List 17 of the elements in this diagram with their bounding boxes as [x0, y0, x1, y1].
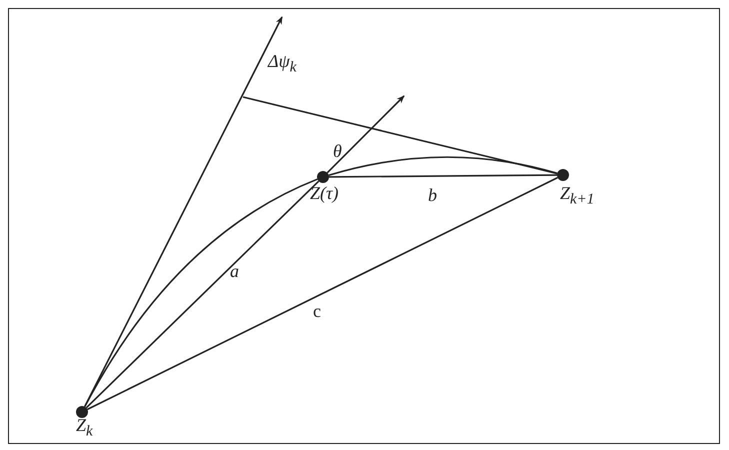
- edge-label: c: [313, 302, 321, 320]
- angle-label: Δψ$_{k}$: [268, 52, 296, 76]
- arrow: [84, 16, 283, 407]
- edge-label: a: [230, 262, 239, 280]
- line: [242, 96, 558, 174]
- point-dot: [76, 406, 88, 418]
- point-label: Z$_{k+1}$: [560, 184, 594, 208]
- point-label: Z$_{k}$: [76, 416, 93, 440]
- arrow: [326, 95, 405, 174]
- point-dot: [317, 171, 329, 183]
- edge-label: b: [428, 186, 437, 204]
- curve-arc: [328, 156, 558, 176]
- line-segment: [87, 176, 558, 410]
- point-dot: [557, 169, 569, 181]
- angle-label: θ: [333, 142, 342, 160]
- line-segment: [329, 174, 557, 178]
- point-label: Z(τ): [310, 184, 338, 202]
